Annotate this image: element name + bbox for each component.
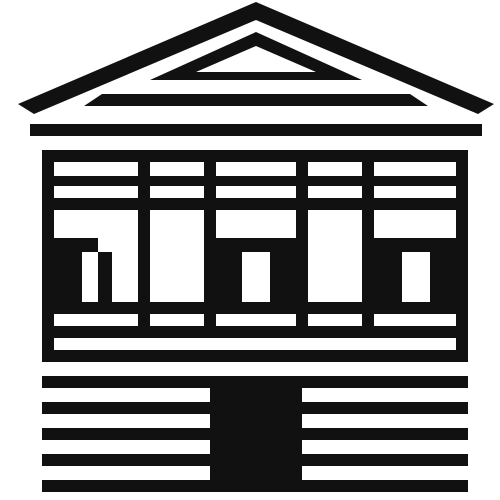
roof (18, 2, 494, 136)
roof-bar-1 (84, 94, 428, 106)
lower-band-1 (42, 302, 468, 314)
column-2 (204, 150, 216, 336)
lower-band-2 (42, 326, 468, 338)
roof-inner-pediment (150, 32, 362, 80)
door-right (374, 238, 456, 302)
body (42, 150, 468, 362)
door-left (54, 238, 112, 302)
column-3 (296, 150, 308, 336)
steps (42, 376, 468, 492)
door-center (216, 238, 296, 302)
stair-block (210, 376, 302, 492)
column-1 (138, 150, 150, 336)
frame-top (42, 150, 468, 162)
upper-band-1 (42, 176, 468, 186)
upper-band-2 (42, 198, 468, 210)
roof-bar-2 (30, 124, 482, 136)
frame-bottom (42, 350, 468, 362)
column-4 (362, 150, 374, 336)
